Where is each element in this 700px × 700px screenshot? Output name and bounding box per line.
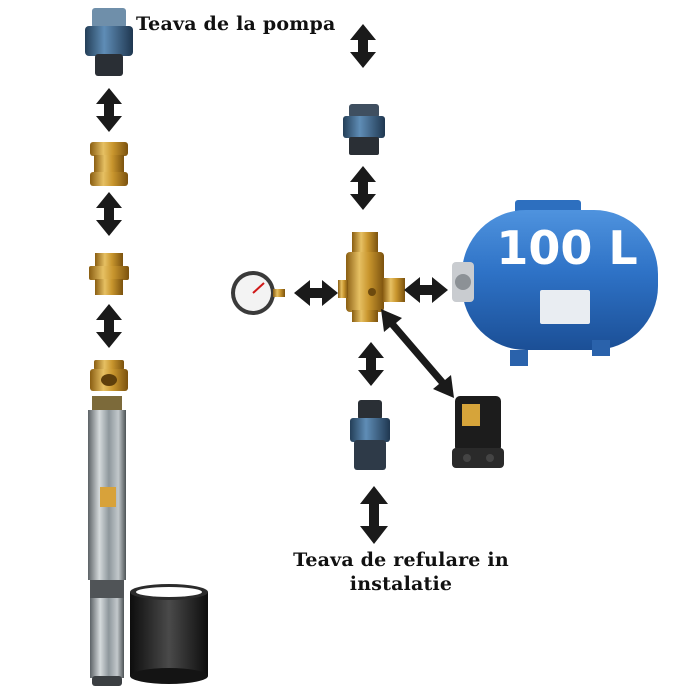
pressure-switch-icon xyxy=(452,396,504,468)
double-arrow-icon xyxy=(96,304,122,348)
double-arrow-icon xyxy=(294,280,338,306)
double-arrow-icon xyxy=(360,486,388,544)
double-arrow-icon xyxy=(358,342,384,386)
double-arrow-icon xyxy=(381,309,454,398)
hose-coil-icon xyxy=(130,584,208,684)
check-valve-icon xyxy=(90,142,128,186)
double-arrow-icon xyxy=(96,88,122,132)
nipple-fitting-icon xyxy=(89,253,129,295)
double-arrow-icon xyxy=(404,277,448,303)
reducer-fitting-icon xyxy=(90,360,128,391)
discharge-pipe-label-line2: instalatie xyxy=(349,573,453,595)
double-arrow-icon xyxy=(96,192,122,236)
double-arrow-icon xyxy=(350,24,376,68)
pressure-tank-icon: 100 L xyxy=(452,200,658,366)
pipe-fitting-icon xyxy=(350,400,390,470)
pipe-fitting-icon xyxy=(85,8,133,76)
tank-capacity-label: 100 L xyxy=(496,221,637,275)
pipe-fitting-icon xyxy=(343,104,385,155)
discharge-pipe-label: Teava de refulare in instalatie xyxy=(270,548,532,596)
submersible-pump-icon xyxy=(88,396,126,686)
pump-pipe-label: Teava de la pompa xyxy=(136,13,336,35)
double-arrow-icon xyxy=(350,166,376,210)
discharge-pipe-label-line1: Teava de refulare in xyxy=(293,549,509,571)
five-way-fitting-icon xyxy=(338,232,405,322)
pressure-gauge-icon xyxy=(231,271,285,315)
